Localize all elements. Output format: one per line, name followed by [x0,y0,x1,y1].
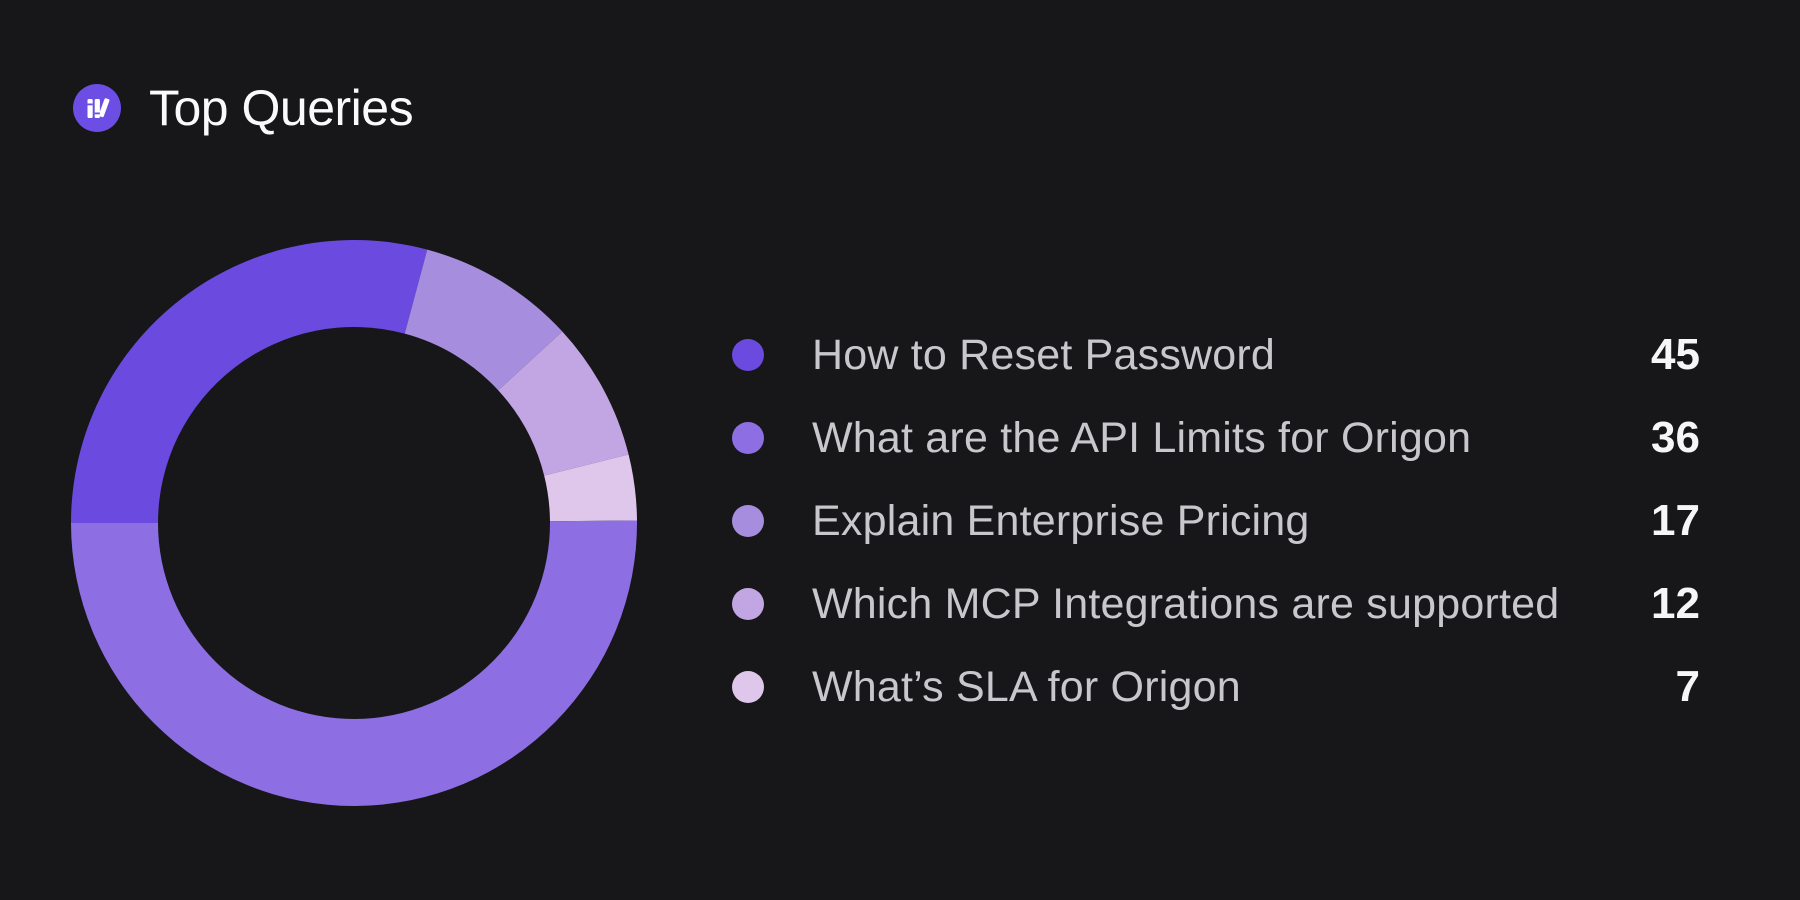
legend-label: Explain Enterprise Pricing [812,496,1310,545]
donut-chart [54,223,654,823]
legend-row[interactable]: How to Reset Password 45 [732,330,1700,379]
donut-segment[interactable] [404,249,563,391]
legend-value: 45 [1651,330,1700,379]
legend-value: 17 [1651,496,1700,545]
legend-value: 36 [1651,413,1700,462]
legend-label: How to Reset Password [812,330,1276,379]
books-icon-svg [73,84,121,132]
books-icon [73,84,121,132]
donut-segment[interactable] [544,454,637,522]
legend-value: 7 [1675,662,1700,711]
legend-row[interactable]: What’s SLA for Origon 7 [732,662,1700,711]
legend: How to Reset Password 45 What are the AP… [732,330,1700,711]
donut-segment[interactable] [71,239,428,523]
legend-row[interactable]: Which MCP Integrations are supported 12 [732,579,1700,628]
legend-dot-icon [732,588,764,620]
legend-dot-icon [732,339,764,371]
donut-segment[interactable] [71,520,637,807]
donut-segment[interactable] [498,331,629,476]
legend-dot-icon [732,422,764,454]
legend-label: What’s SLA for Origon [812,662,1241,711]
legend-row[interactable]: What are the API Limits for Origon 36 [732,413,1700,462]
page-title: Top Queries [149,80,414,136]
legend-label: Which MCP Integrations are supported [812,579,1560,628]
donut-chart-svg [71,239,637,807]
card-header: Top Queries [73,80,414,136]
legend-dot-icon [732,505,764,537]
legend-dot-icon [732,671,764,703]
legend-label: What are the API Limits for Origon [812,413,1472,462]
legend-value: 12 [1651,579,1700,628]
legend-row[interactable]: Explain Enterprise Pricing 17 [732,496,1700,545]
